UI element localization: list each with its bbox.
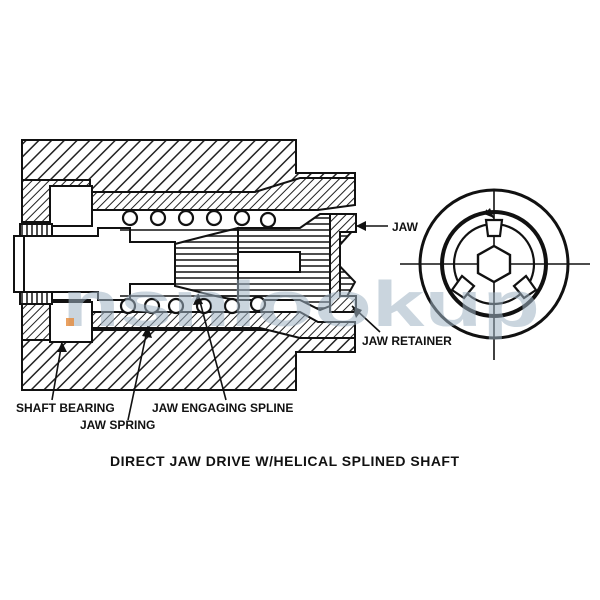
shaft-bearing-upper bbox=[49, 185, 93, 227]
end-cap-upper bbox=[19, 223, 53, 237]
leader-arrows bbox=[57, 221, 366, 352]
label-jaw-spring: JAW SPRING bbox=[80, 418, 155, 432]
end-view bbox=[400, 188, 590, 360]
jaw-inner-bore bbox=[237, 251, 301, 273]
spring-wires bbox=[120, 229, 290, 297]
jaw-retainer bbox=[329, 213, 357, 313]
watermark-accent bbox=[66, 318, 74, 326]
end-cap-lower bbox=[19, 291, 53, 305]
watermark: nsnlookup bbox=[62, 268, 540, 340]
jaw-lug-right bbox=[512, 274, 538, 300]
label-shaft-bearing: SHAFT BEARING bbox=[16, 401, 115, 415]
label-jaw-retainer: JAW RETAINER bbox=[362, 334, 452, 348]
hex-shaft-end bbox=[476, 244, 512, 284]
outer-ring bbox=[418, 188, 570, 340]
diagram-caption: DIRECT JAW DRIVE W/HELICAL SPLINED SHAFT bbox=[110, 453, 460, 469]
leader-jaw-spring bbox=[127, 325, 149, 421]
label-jaw-engaging-spline: JAW ENGAGING SPLINE bbox=[152, 401, 293, 415]
inner-ring bbox=[440, 210, 548, 318]
leader-jaw-engaging-spline bbox=[197, 293, 227, 401]
boss-left bbox=[13, 235, 25, 293]
jaw-lug-left bbox=[450, 274, 476, 300]
label-jaw: JAW bbox=[392, 220, 419, 234]
jaw-lug-top bbox=[484, 218, 504, 238]
cross-section-view bbox=[13, 139, 357, 391]
jaw-spring-coils bbox=[119, 209, 277, 315]
